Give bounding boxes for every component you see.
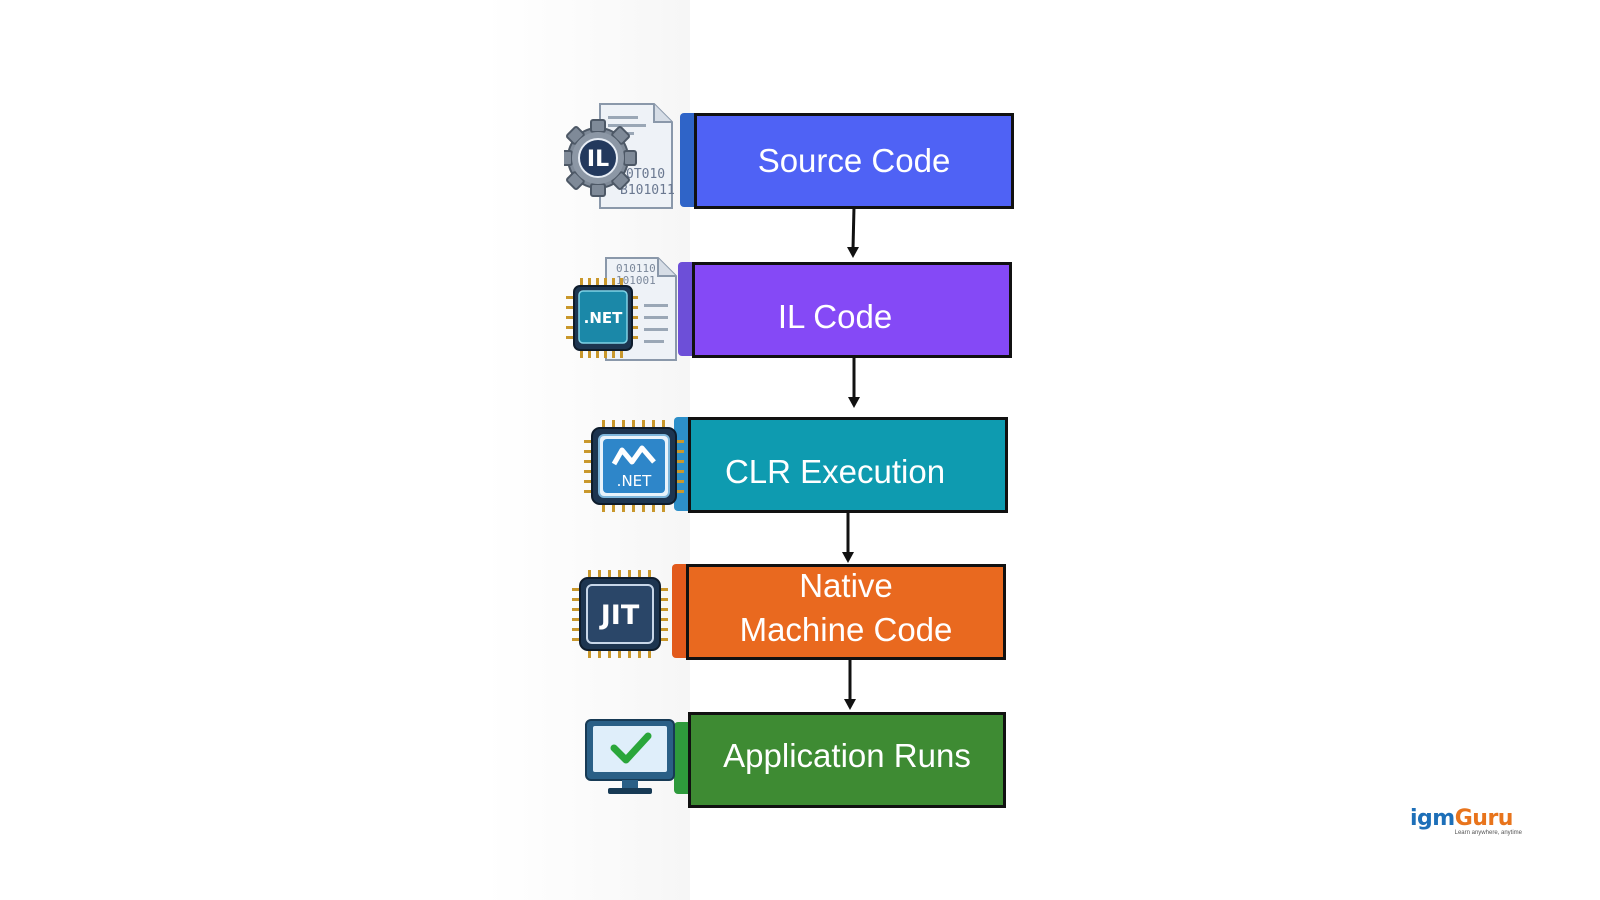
il-document-gear-icon: 0T010 B101011 IL (564, 103, 675, 209)
step-5-tab (674, 722, 688, 794)
jit-chip-icon: JIT (572, 570, 668, 658)
step-il-code: IL Code (692, 262, 1012, 358)
step-clr-execution-label: CLR Execution (724, 453, 946, 491)
icon-jit-text: JIT (599, 600, 640, 631)
logo-tagline: Learn anywhere, anytime (1454, 830, 1522, 836)
icon-binary-text: 010110 (616, 262, 656, 275)
icon-net-text: .NET (617, 472, 652, 490)
icon-binary-text: B101011 (620, 183, 675, 198)
icon-binary-text: 0T010 (626, 167, 665, 182)
step-clr-execution: CLR Execution (688, 417, 1008, 513)
step-il-code-label: IL Code (777, 298, 893, 336)
arrow-2 (848, 357, 860, 408)
logo-brand-part2: Guru (1454, 806, 1514, 831)
step-native-label-line1: Native (799, 567, 893, 605)
dotnet-chip-document-icon: 010110 101001 .NET (566, 257, 677, 361)
step-native-label-line2: Machine Code (739, 611, 953, 648)
dotnet-clr-chip-icon: .NET (584, 420, 684, 512)
step-1-tab (680, 113, 694, 207)
step-source-code-label: Source Code (757, 142, 951, 180)
icon-net-text: .NET (584, 309, 623, 327)
logo-brand-part1: igm (1410, 806, 1455, 831)
icon-il-text: IL (587, 147, 609, 172)
arrow-1 (847, 207, 859, 258)
step-4-tab (672, 564, 686, 658)
monitor-check-icon (585, 719, 675, 794)
step-native-machine-code: Native Machine Code (686, 564, 1006, 660)
igmguru-logo: igmGuru Learn anywhere, anytime (1410, 808, 1522, 840)
step-application-runs-label: Application Runs (723, 737, 971, 775)
arrow-4 (844, 659, 856, 710)
step-2-tab (678, 262, 692, 356)
arrow-3 (842, 512, 854, 563)
step-application-runs: Application Runs (688, 712, 1006, 808)
step-source-code: Source Code (694, 113, 1014, 209)
icon-binary-text: 101001 (616, 274, 656, 287)
